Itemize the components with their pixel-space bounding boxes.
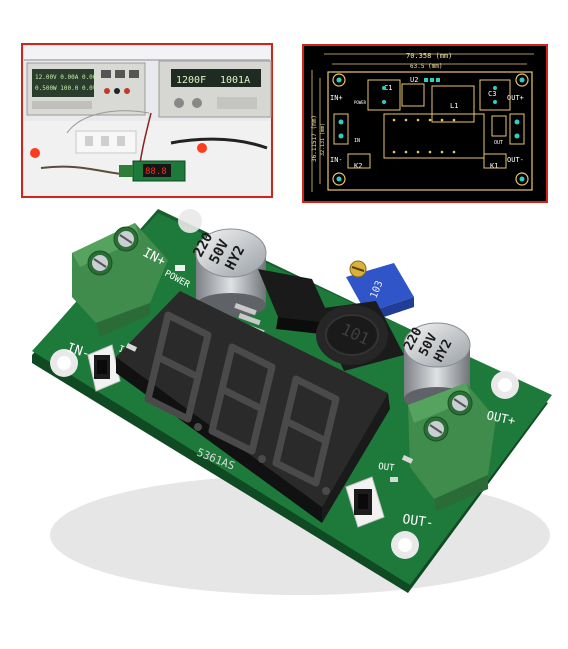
pcb-height-dimension: 36.11517 (mm)	[311, 115, 318, 162]
pcb-label-l1: L1	[450, 102, 458, 110]
mounting-holes	[50, 209, 519, 559]
silk-in-minus: IN-	[65, 341, 92, 363]
input-terminal-block	[72, 223, 168, 337]
pcb-label-c1: C1	[384, 84, 392, 92]
pcb-label-k2: K2	[354, 162, 362, 170]
pcb-label-out-minus: OUT-	[507, 156, 524, 164]
seven-segment-display: 5361AS	[116, 291, 390, 523]
buck-converter-board: IN+ IN- POWER 220 50V HY2 103 101	[32, 209, 552, 595]
silk-out-minus: OUT-	[401, 512, 434, 531]
pcb-layout-drawing: 70.358 (mm) 63.5 (mm) 36.11517 (mm) 32.1…	[302, 44, 548, 203]
silk-out-plus: OUT+	[485, 408, 516, 428]
right-supply-current: 1001A	[220, 75, 250, 86]
pcb-label-in: IN	[354, 138, 360, 144]
pcb-inner-width-dimension: 63.5 (mm)	[410, 63, 443, 70]
bench-photo-inset: 12.00V 0.00A 0.00A 0.500W 100.0 0.0% 120…	[21, 43, 273, 198]
pcb-label-k1: K1	[490, 162, 498, 170]
pcb-label-in-plus: IN+	[330, 94, 343, 102]
tact-switch-right	[345, 476, 385, 528]
pcb-label-c3: C3	[488, 90, 496, 98]
silk-out: OUT	[378, 462, 396, 474]
regulator-ic	[234, 269, 332, 346]
pcb-label-power: POWER	[354, 100, 367, 105]
module-on-bench: 88.8	[119, 160, 186, 182]
module-display-reading: 88.8	[145, 167, 167, 177]
tact-switch-left	[87, 344, 121, 392]
pcb-label-out-plus: OUT+	[507, 94, 524, 102]
smd-components	[125, 343, 414, 482]
pcb-label-out: OUT	[494, 140, 503, 146]
board-photo: IN+ IN- POWER 220 50V HY2 103 101	[0, 205, 568, 635]
left-power-supply: 12.00V 0.00A 0.00A 0.500W 100.0 0.0%	[26, 62, 146, 116]
left-supply-line-2: 0.500W 100.0 0.0%	[35, 85, 97, 92]
pcb-inner-height-dimension: 32.131 (mm)	[320, 123, 326, 156]
pcb-label-u2: U2	[410, 76, 418, 84]
left-supply-line-1: 12.00V 0.00A 0.00A	[35, 74, 100, 81]
pcb-layout-inset: 70.358 (mm) 63.5 (mm) 36.11517 (mm) 32.1…	[302, 44, 548, 203]
right-supply-voltage: 1200F	[176, 75, 206, 86]
capacitor-left: 220 50V HY2	[190, 228, 267, 317]
bench-photo: 12.00V 0.00A 0.00A 0.500W 100.0 0.0% 120…	[21, 43, 273, 198]
right-power-supply: 1200F 1001A	[158, 60, 272, 118]
output-terminal-block	[408, 383, 496, 511]
pcb-width-dimension: 70.358 (mm)	[406, 52, 452, 60]
inductor: 101	[316, 301, 404, 371]
pcb-label-in-minus: IN-	[330, 156, 343, 164]
